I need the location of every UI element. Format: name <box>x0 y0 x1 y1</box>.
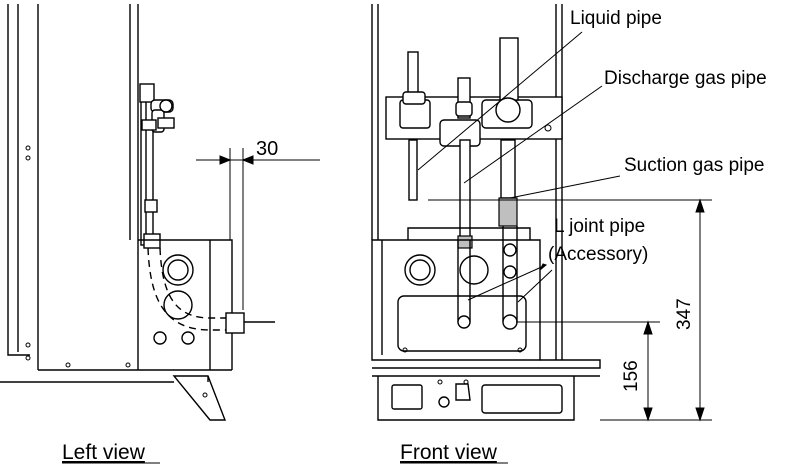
left-view-title: Left view <box>62 441 146 464</box>
discharge-gas-pipe-label: Discharge gas pipe <box>604 68 767 89</box>
dimension-30-label: 30 <box>256 138 278 160</box>
front-view-title: Front view <box>400 441 498 464</box>
l-joint-pipe-label: L joint pipe <box>554 216 645 237</box>
dimension-347-label: 347 <box>674 298 695 330</box>
left-view-drawing <box>0 4 320 421</box>
suction-gas-pipe-label: Suction gas pipe <box>624 155 765 176</box>
liquid-pipe-label: Liquid pipe <box>570 8 662 29</box>
front-view-drawing <box>371 4 712 422</box>
accessory-label: (Accessory) <box>548 244 648 265</box>
dimension-156-label: 156 <box>621 360 642 392</box>
